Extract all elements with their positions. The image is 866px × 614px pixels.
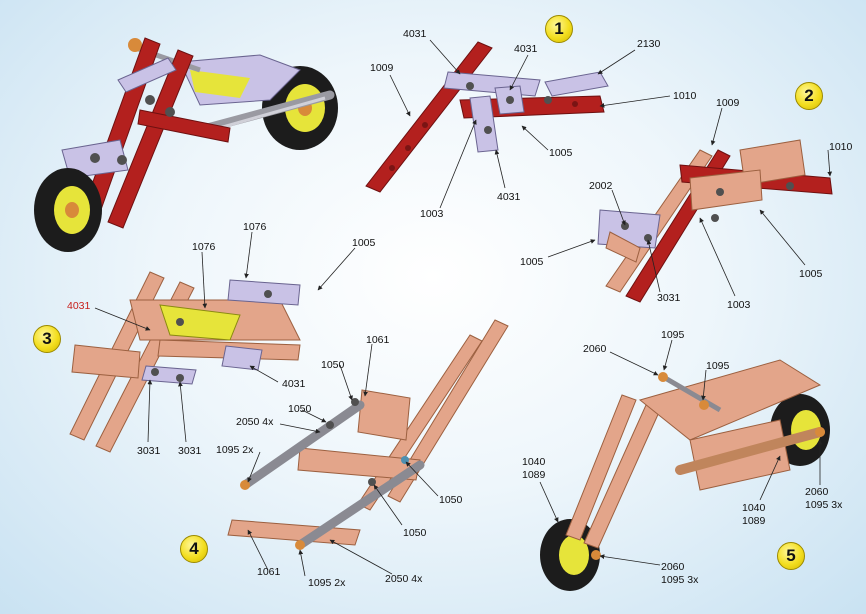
- part-label-1010: 1010: [673, 90, 697, 102]
- part-label-1010: 1010: [829, 141, 853, 153]
- step-badge-5: 5: [777, 542, 805, 570]
- finished-motorcycle: [34, 37, 338, 252]
- part-label-2060: 2060: [661, 561, 685, 573]
- step-badge-1: 1: [545, 15, 573, 43]
- part-label-1095: 1095: [706, 360, 730, 372]
- part-label-4031: 4031: [514, 43, 538, 55]
- step-4-assembly: [227, 319, 509, 550]
- part-label-1095-3x: 1095 3x: [661, 574, 699, 586]
- step-5-assembly: [540, 359, 830, 591]
- part-label-1003: 1003: [727, 299, 751, 311]
- part-label-1050: 1050: [439, 494, 463, 506]
- part-label-1061: 1061: [257, 566, 281, 578]
- part-label-1076: 1076: [192, 241, 216, 253]
- part-label-1050: 1050: [321, 359, 345, 371]
- part-label-2060: 2060: [805, 486, 829, 498]
- part-label-1095: 1095: [661, 329, 685, 341]
- leader-lines: [94, 39, 833, 577]
- part-label-2130: 2130: [637, 38, 661, 50]
- part-label-2002: 2002: [589, 180, 613, 192]
- part-label-1089: 1089: [522, 469, 546, 481]
- step-3-assembly: [69, 271, 301, 453]
- part-label-1009: 1009: [370, 62, 394, 74]
- part-label-1009: 1009: [716, 97, 740, 109]
- part-label-4031-highlighted: 4031: [67, 300, 91, 312]
- part-label-1040: 1040: [522, 456, 546, 468]
- part-label-3031: 3031: [657, 292, 681, 304]
- step-2-assembly: [597, 139, 833, 303]
- part-label-1095-2x: 1095 2x: [216, 444, 254, 456]
- part-label-1076: 1076: [243, 221, 267, 233]
- step-1-assembly: [365, 41, 609, 193]
- part-label-2050-4x: 2050 4x: [236, 416, 274, 428]
- part-label-1061: 1061: [366, 334, 390, 346]
- part-label-1040: 1040: [742, 502, 766, 514]
- part-label-3031: 3031: [137, 445, 161, 457]
- step-badge-4: 4: [180, 535, 208, 563]
- part-label-1050: 1050: [288, 403, 312, 415]
- part-label-1005: 1005: [352, 237, 376, 249]
- part-label-1089: 1089: [742, 515, 766, 527]
- step-badge-3: 3: [33, 325, 61, 353]
- part-label-2050-4x: 2050 4x: [385, 573, 423, 585]
- step-badge-2: 2: [795, 82, 823, 110]
- part-label-1005: 1005: [549, 147, 573, 159]
- part-label-4031: 4031: [282, 378, 306, 390]
- part-label-4031: 4031: [497, 191, 521, 203]
- part-label-4031: 4031: [403, 28, 427, 40]
- part-label-2060: 2060: [583, 343, 607, 355]
- part-label-1095-3x: 1095 3x: [805, 499, 843, 511]
- part-label-1095-2x: 1095 2x: [308, 577, 346, 589]
- part-label-1003: 1003: [420, 208, 444, 220]
- part-label-1050: 1050: [403, 527, 427, 539]
- part-label-1005: 1005: [520, 256, 544, 268]
- part-label-1005: 1005: [799, 268, 823, 280]
- part-label-3031: 3031: [178, 445, 202, 457]
